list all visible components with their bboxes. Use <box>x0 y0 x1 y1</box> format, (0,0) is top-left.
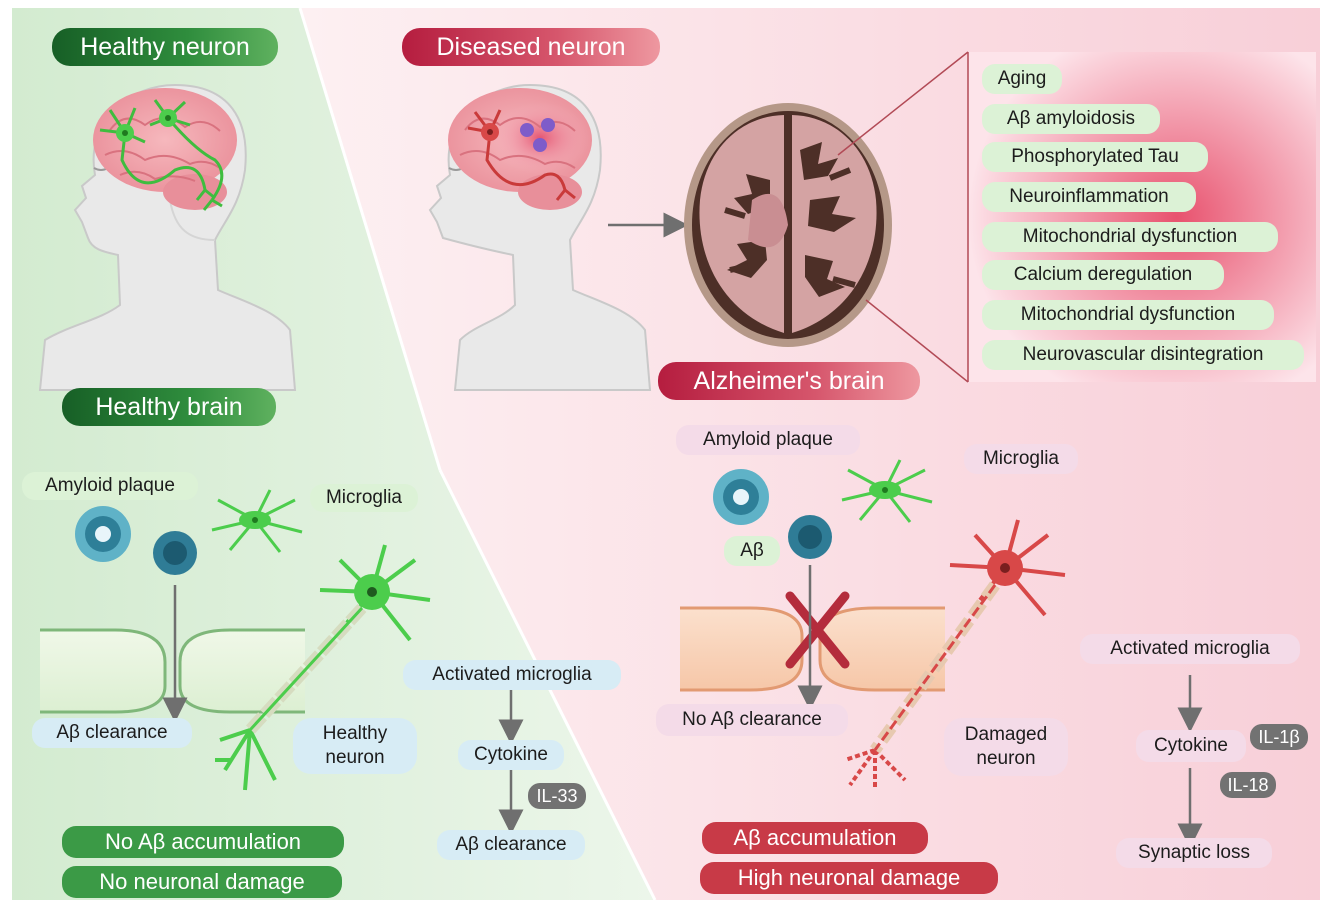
factor-neurovascular-disintegration: Neurovascular disintegration <box>982 340 1304 370</box>
activated-microglia-label-left: Activated microglia <box>403 660 621 690</box>
no-ab-accumulation-label: No Aβ accumulation <box>62 826 344 858</box>
amyloid-plaque-label-left: Amyloid plaque <box>22 472 198 500</box>
il-33-badge: IL-33 <box>528 783 586 809</box>
factor-aging: Aging <box>982 64 1062 94</box>
healthy-brain-label: Healthy brain <box>62 388 276 426</box>
il-1b-badge: IL-1β <box>1250 724 1308 750</box>
diseased-synapse-illustration <box>680 459 1066 790</box>
ab-accumulation-label: Aβ accumulation <box>702 822 928 854</box>
factor-mitochondrial-dysfunction-2: Mitochondrial dysfunction <box>982 300 1274 330</box>
factor-mitochondrial-dysfunction-1: Mitochondrial dysfunction <box>982 222 1278 252</box>
healthy-synapse-illustration <box>40 489 431 791</box>
healthy-head-illustration <box>38 83 297 391</box>
healthy-neuron-label: Healthy neuron <box>293 718 417 774</box>
high-neuronal-damage-label: High neuronal damage <box>700 862 998 894</box>
cytokine-label-right: Cytokine <box>1136 730 1246 762</box>
factor-ab-amyloidosis: Aβ amyloidosis <box>982 104 1160 134</box>
diseased-head-illustration <box>428 83 652 391</box>
factor-phosphorylated-tau: Phosphorylated Tau <box>982 142 1208 172</box>
damaged-neuron-label-line1: Damaged <box>964 724 1048 745</box>
factor-calcium-deregulation: Calcium deregulation <box>982 260 1224 290</box>
microglia-label-left: Microglia <box>310 484 418 512</box>
ab-clearance-label: Aβ clearance <box>32 718 192 748</box>
ab-label: Aβ <box>724 536 780 566</box>
diseased-neuron-title: Diseased neuron <box>402 28 660 66</box>
activated-microglia-label-right: Activated microglia <box>1080 634 1300 664</box>
healthy-neuron-title: Healthy neuron <box>52 28 278 66</box>
alzheimers-brain-label: Alzheimer's brain <box>658 362 920 400</box>
healthy-neuron-label-line2: neuron <box>325 747 385 768</box>
no-ab-clearance-label: No Aβ clearance <box>656 704 848 736</box>
alzheimers-brain-illustration <box>684 103 892 347</box>
factor-neuroinflammation: Neuroinflammation <box>982 182 1196 212</box>
ab-clearance-result-label: Aβ clearance <box>437 830 585 860</box>
amyloid-plaque-label-right: Amyloid plaque <box>676 425 860 455</box>
synaptic-loss-label: Synaptic loss <box>1116 838 1272 868</box>
cytokine-label-left: Cytokine <box>458 740 564 770</box>
healthy-neuron-label-line1: Healthy <box>322 723 388 744</box>
damaged-neuron-label: Damaged neuron <box>944 718 1068 776</box>
il-18-badge: IL-18 <box>1220 772 1276 798</box>
microglia-label-right: Microglia <box>964 444 1078 474</box>
damaged-neuron-label-line2: neuron <box>976 748 1036 769</box>
no-neuronal-damage-label: No neuronal damage <box>62 866 342 898</box>
